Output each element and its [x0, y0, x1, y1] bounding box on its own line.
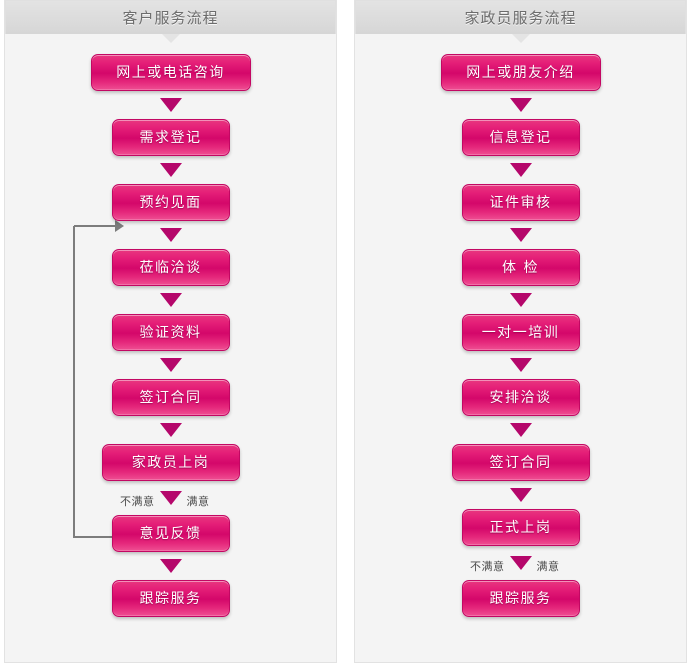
flow-node-housekeeper-8[interactable]: 正式上岗: [461, 509, 580, 546]
flow-node-customer-8[interactable]: 意见反馈: [111, 515, 230, 552]
flow-node-row: 正式上岗: [355, 509, 686, 546]
decision-gap-housekeeper: 不满意 满意: [355, 546, 686, 580]
flow-node-row: 体 检: [355, 249, 686, 286]
panel-title-housekeeper: 家政员服务流程: [464, 9, 577, 27]
decision-label-positive: 满意: [536, 560, 560, 573]
arrow-down-icon: [159, 559, 182, 573]
flow-node-row: 预约见面: [5, 184, 336, 221]
flow-node-housekeeper-3[interactable]: 证件审核: [461, 184, 580, 221]
arrow-gap: [355, 91, 686, 119]
flow-node-row: 莅临洽谈: [5, 249, 336, 286]
decision-label-negative: 不满意: [470, 560, 505, 573]
flow-node-row: 跟踪服务: [5, 580, 336, 617]
arrow-down-icon: [509, 556, 532, 570]
flow-node-housekeeper-1[interactable]: 网上或朋友介绍: [440, 54, 601, 91]
arrow-gap: [355, 481, 686, 509]
header-notch-icon: [511, 34, 530, 43]
flow-node-customer-6[interactable]: 签订合同: [111, 379, 230, 416]
panel-housekeeper-service-flow: 家政员服务流程 网上或朋友介绍 信息登记 证件审核: [354, 0, 687, 663]
arrow-down-icon: [159, 491, 182, 505]
flow-node-row: 需求登记: [5, 119, 336, 156]
flow-node-housekeeper-5[interactable]: 一对一培训: [461, 314, 580, 351]
flow-node-row: 一对一培训: [355, 314, 686, 351]
arrow-down-icon: [159, 358, 182, 372]
flow-node-customer-7[interactable]: 家政员上岗: [101, 444, 240, 481]
arrow-gap: [355, 286, 686, 314]
flow-node-customer-9[interactable]: 跟踪服务: [111, 580, 230, 617]
flow-node-row: 网上或电话咨询: [5, 54, 336, 91]
arrow-down-icon: [509, 358, 532, 372]
flow-node-row: 意见反馈: [5, 515, 336, 552]
flow-node-customer-2[interactable]: 需求登记: [111, 119, 230, 156]
flow-customer: 网上或电话咨询 需求登记 预约见面 莅临洽谈: [5, 34, 336, 663]
panel-header-customer: 客户服务流程: [5, 0, 336, 34]
arrow-down-icon: [159, 228, 182, 242]
flow-node-row: 验证资料: [5, 314, 336, 351]
arrow-down-icon: [159, 293, 182, 307]
arrow-down-icon: [509, 488, 532, 502]
arrow-down-icon: [159, 163, 182, 177]
arrow-gap: [355, 416, 686, 444]
panel-header-housekeeper: 家政员服务流程: [355, 0, 686, 34]
arrow-gap: [355, 156, 686, 184]
flow-node-housekeeper-6[interactable]: 安排洽谈: [461, 379, 580, 416]
panel-title-customer: 客户服务流程: [122, 9, 219, 27]
flow-node-housekeeper-2[interactable]: 信息登记: [461, 119, 580, 156]
arrow-down-icon: [509, 163, 532, 177]
decision-gap-customer: 不满意 满意: [5, 481, 336, 515]
flow-node-customer-4[interactable]: 莅临洽谈: [111, 249, 230, 286]
arrow-gap: [5, 552, 336, 580]
arrow-gap: [355, 351, 686, 379]
flow-node-housekeeper-7[interactable]: 签订合同: [451, 444, 590, 481]
flow-node-customer-5[interactable]: 验证资料: [111, 314, 230, 351]
arrow-gap: [5, 156, 336, 184]
panel-customer-service-flow: 客户服务流程 网上或电话咨询 需求登记 预约见面: [4, 0, 337, 663]
decision-label-negative: 不满意: [120, 495, 155, 508]
flow-node-row: 网上或朋友介绍: [355, 54, 686, 91]
flow-node-row: 信息登记: [355, 119, 686, 156]
flow-node-row: 安排洽谈: [355, 379, 686, 416]
arrow-gap: [5, 286, 336, 314]
arrow-gap: [5, 351, 336, 379]
flow-node-customer-3[interactable]: 预约见面: [111, 184, 230, 221]
flow-node-customer-1[interactable]: 网上或电话咨询: [90, 54, 251, 91]
decision-label-positive: 满意: [186, 495, 210, 508]
flow-housekeeper: 网上或朋友介绍 信息登记 证件审核 体 检: [355, 34, 686, 663]
flow-node-row: 家政员上岗: [5, 444, 336, 481]
arrow-gap: [5, 221, 336, 249]
arrow-down-icon: [159, 98, 182, 112]
flow-node-row: 签订合同: [355, 444, 686, 481]
arrow-down-icon: [159, 423, 182, 437]
arrow-down-icon: [509, 423, 532, 437]
arrow-down-icon: [509, 293, 532, 307]
flow-node-row: 签订合同: [5, 379, 336, 416]
flow-node-housekeeper-9[interactable]: 跟踪服务: [461, 580, 580, 617]
arrow-gap: [5, 91, 336, 119]
arrow-gap: [5, 416, 336, 444]
flow-node-row: 证件审核: [355, 184, 686, 221]
arrow-down-icon: [509, 228, 532, 242]
arrow-down-icon: [509, 98, 532, 112]
flow-node-housekeeper-4[interactable]: 体 检: [461, 249, 580, 286]
flow-node-row: 跟踪服务: [355, 580, 686, 617]
header-notch-icon: [161, 34, 180, 43]
arrow-gap: [355, 221, 686, 249]
